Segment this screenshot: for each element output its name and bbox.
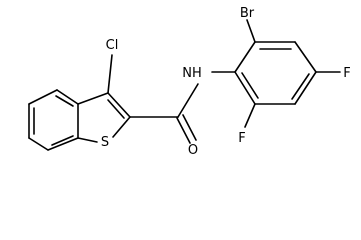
bond-c-f <box>244 103 256 128</box>
atom-label-f: F <box>343 66 350 81</box>
bond <box>107 92 131 118</box>
bond <box>56 89 79 105</box>
bond-c-cl <box>107 54 113 94</box>
bond <box>77 137 98 143</box>
bond <box>28 89 58 105</box>
molecule-structure: Cl Br NH O S F F <box>28 6 351 156</box>
double-bond-inner <box>51 135 74 146</box>
bond <box>28 137 49 151</box>
bond <box>234 41 256 73</box>
atom-label-br: Br <box>240 6 255 21</box>
bond <box>294 41 317 73</box>
bond-c-br <box>246 19 256 43</box>
atom-label-s: S <box>101 135 109 150</box>
atom-label-f: F <box>238 131 245 146</box>
atom-label-n: NH <box>182 66 202 81</box>
bond <box>77 92 109 105</box>
double-bond-co <box>176 117 191 144</box>
bond <box>112 116 131 138</box>
benzo-ring <box>28 89 79 151</box>
atom-label-cl: Cl <box>106 38 119 53</box>
bond <box>234 71 256 105</box>
thiophene-ring <box>77 92 131 143</box>
double-bond-inner <box>55 95 74 107</box>
double-bond-inner <box>291 73 310 100</box>
double-bond-inner <box>107 99 125 119</box>
aryl-ring <box>234 41 317 105</box>
double-bond-inner <box>241 72 259 99</box>
bond <box>47 137 79 151</box>
atom-label-o: O <box>188 143 198 156</box>
bond-c-n <box>177 83 199 118</box>
bond <box>294 71 317 105</box>
double-bond-co <box>182 114 197 141</box>
